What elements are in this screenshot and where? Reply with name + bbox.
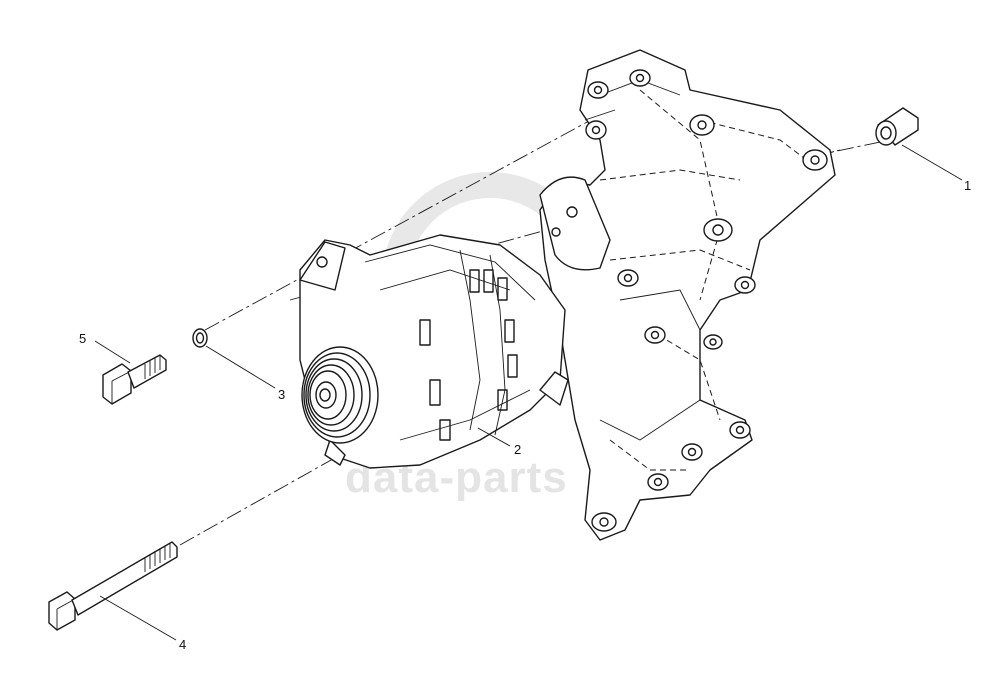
callout-1: 1: [964, 178, 971, 193]
leader-lines: [94, 144, 963, 641]
axis-upper: [204, 114, 601, 331]
spacer-sleeve: [875, 107, 919, 146]
callouts: 1 2 3 4 5: [79, 178, 971, 652]
alternator: [299, 234, 569, 469]
leader-2: [477, 427, 511, 447]
alternator-pulley: [301, 346, 379, 444]
washer: [192, 328, 208, 348]
callout-5: 5: [79, 331, 86, 346]
callout-2: 2: [514, 442, 521, 457]
long-bolt: [48, 541, 178, 631]
callout-3: 3: [278, 387, 285, 402]
bracket-bosses: [585, 69, 828, 532]
leader-5: [94, 340, 131, 364]
short-bolt: [102, 354, 167, 405]
axis-lower: [179, 454, 341, 546]
leader-1: [901, 144, 963, 181]
leader-4: [99, 595, 177, 641]
leader-3: [205, 345, 276, 389]
callout-4: 4: [179, 637, 186, 652]
mounting-bracket: [539, 49, 836, 541]
alternator-fins: [419, 269, 518, 441]
